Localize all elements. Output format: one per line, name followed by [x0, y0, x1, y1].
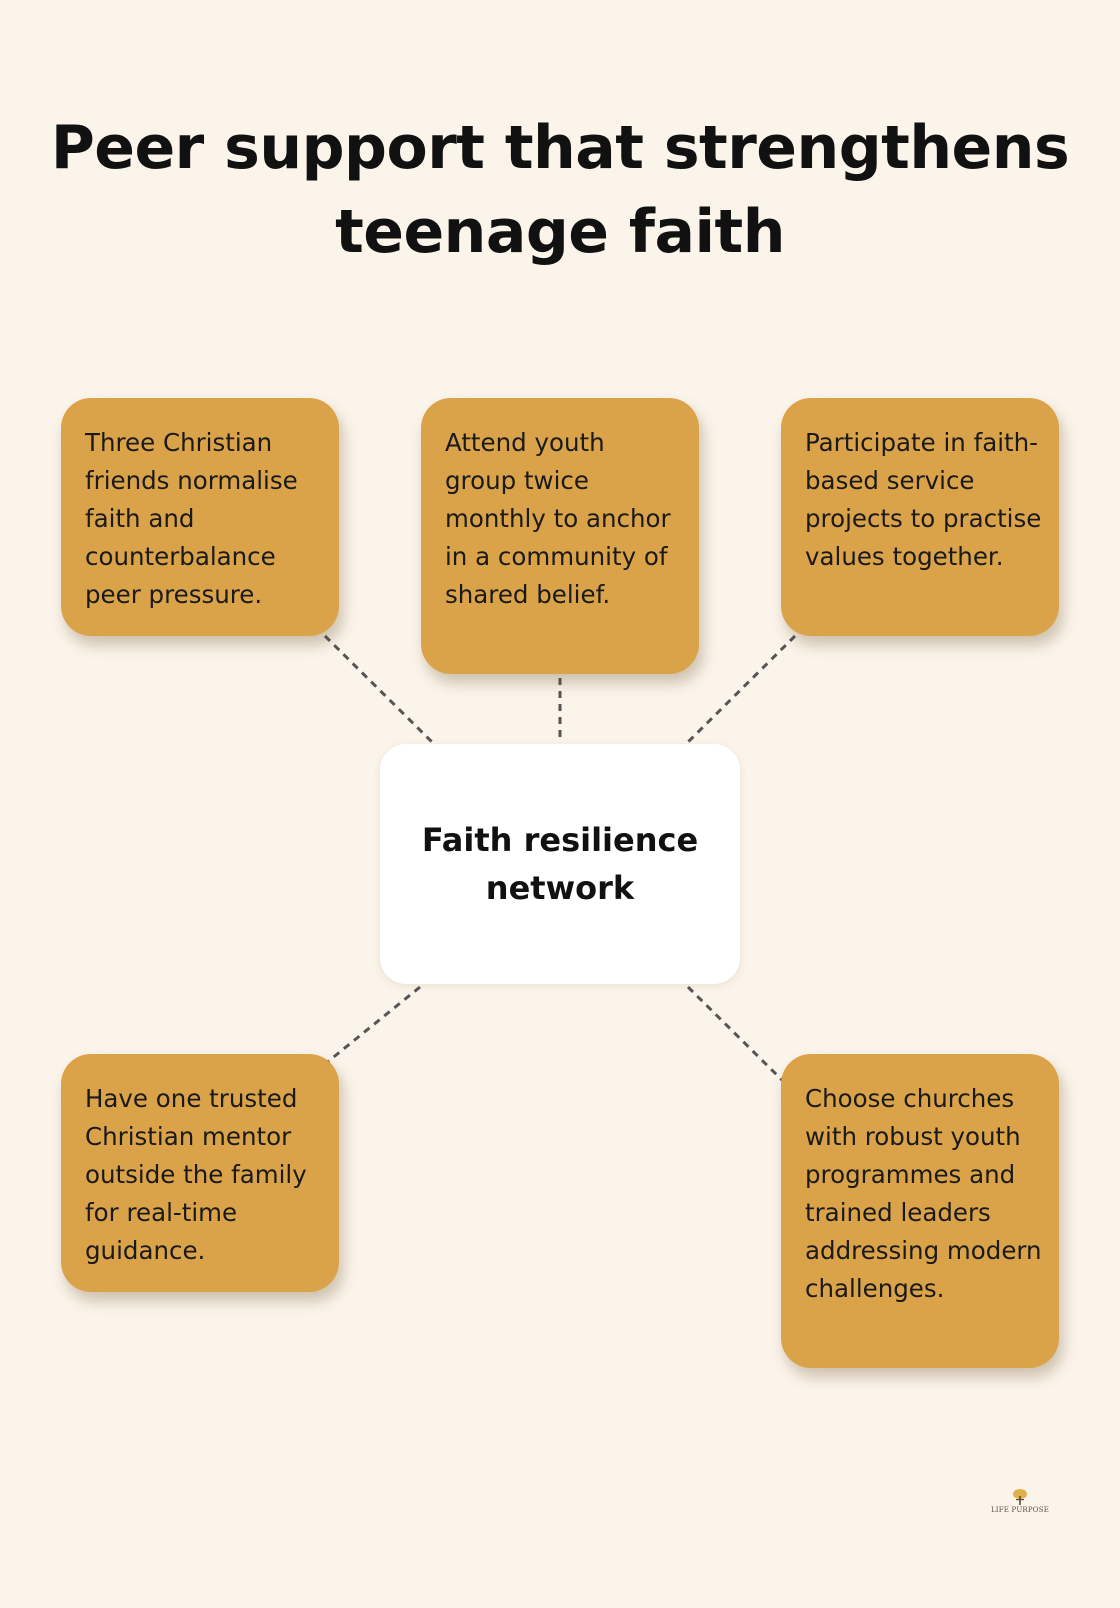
strategy-card-text: Participate in faith-based service proje… [805, 428, 1042, 571]
title-line-2: teenage faith [335, 197, 785, 267]
strategy-card-service-projects: Participate in faith-based service proje… [781, 398, 1059, 636]
strategy-card-text: Three Christian friends normalise faith … [85, 428, 298, 609]
strategy-card-text: Choose churches with robust youth progra… [805, 1084, 1042, 1303]
connector-line-bottom-right [686, 985, 784, 1082]
connector-line-bottom-left [324, 985, 421, 1066]
connector-line-top-right [686, 634, 797, 744]
connector-line-top-left [323, 634, 434, 744]
title-line-1: Peer support that strengthens [50, 113, 1070, 183]
central-hub-box: Faith resilience network [380, 744, 740, 984]
strategy-card-youth-group: Attend youth group twice monthly to anch… [421, 398, 699, 674]
strategy-card-text: Have one trusted Christian mentor outsid… [85, 1084, 307, 1265]
logo-text: LIFE PURPOSE [990, 1506, 1050, 1514]
strategy-card-mentor: Have one trusted Christian mentor outsid… [61, 1054, 339, 1292]
central-hub-label: Faith resilience network [421, 821, 699, 907]
strategy-card-text: Attend youth group twice monthly to anch… [445, 428, 671, 609]
strategy-card-christian-friends: Three Christian friends normalise faith … [61, 398, 339, 636]
page-title: Peer support that strengthens teenage fa… [40, 106, 1080, 274]
strategy-card-churches: Choose churches with robust youth progra… [781, 1054, 1059, 1368]
tree-icon [1013, 1489, 1027, 1505]
brand-logo: LIFE PURPOSE [984, 1488, 1056, 1528]
